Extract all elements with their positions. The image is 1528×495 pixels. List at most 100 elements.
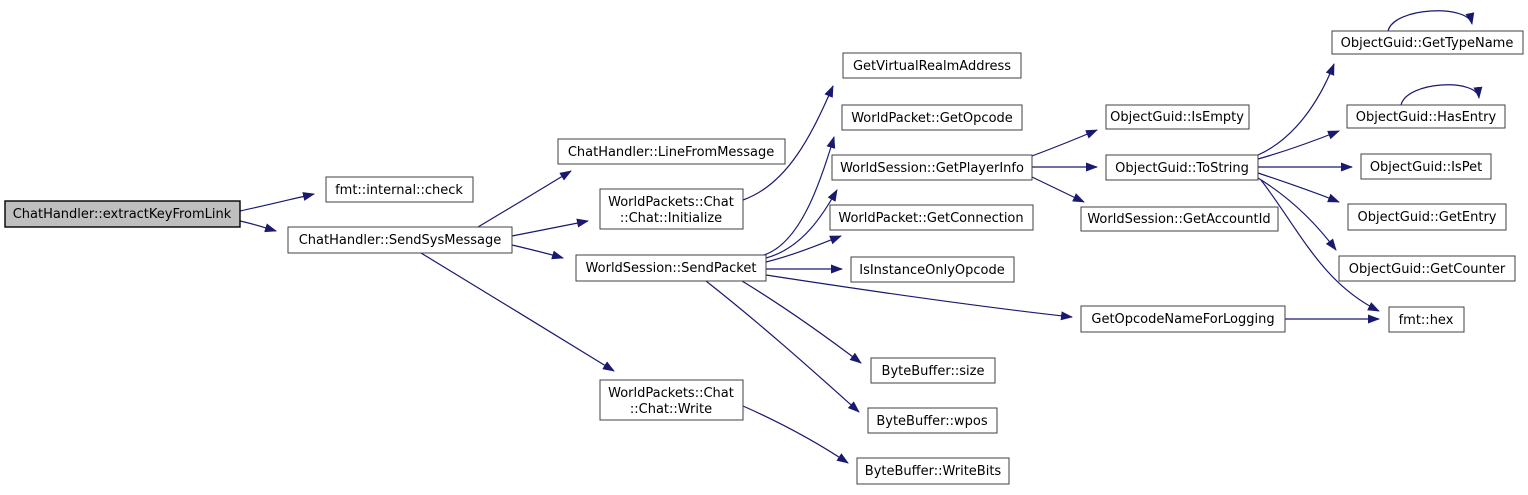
node-bytebuffer-size[interactable]: ByteBuffer::size (870, 357, 996, 384)
node-label: ObjectGuid::GetEntry (1357, 210, 1496, 225)
node-get-opcode[interactable]: WorldPacket::GetOpcode (841, 104, 1023, 131)
node-bytebuffer-writebits-box[interactable] (856, 457, 1010, 485)
node-line-from-message[interactable]: ChatHandler::LineFromMessage (557, 138, 786, 165)
edge-SendSysMessage-to-SendPacket (511, 244, 564, 260)
node-get-counter-box[interactable] (1338, 255, 1516, 282)
node-label: fmt::hex (1399, 313, 1454, 328)
node-get-counter[interactable]: ObjectGuid::GetCounter (1338, 255, 1516, 282)
node-label: ObjectGuid::IsEmpty (1110, 110, 1244, 125)
edge-SendSysMessage-to-LineFromMessage (477, 170, 572, 228)
node-fmt-hex-box[interactable] (1388, 306, 1465, 333)
edge-SendSysMessage-to-ChatWrite (420, 252, 615, 372)
node-fmt-internal-check-box[interactable] (325, 176, 474, 203)
node-to-string-box[interactable] (1105, 154, 1259, 181)
node-get-entry-box[interactable] (1347, 203, 1507, 231)
edge-ChatInitialize-to-GetVirtualRealmAddress (742, 85, 834, 201)
edge-HasEntry-self-loop (1400, 84, 1483, 106)
edge-SendPacket-to-GetOpcode (763, 136, 836, 256)
edge-extractKeyFromLink-to-check (239, 192, 315, 212)
node-label: GetOpcodeNameForLogging (1091, 312, 1274, 327)
node-get-player-info[interactable]: WorldSession::GetPlayerInfo (831, 154, 1033, 181)
node-is-pet[interactable]: ObjectGuid::IsPet (1360, 153, 1492, 180)
node-chat-initialize[interactable]: WorldPackets::Chat ::Chat::Initialize (599, 188, 744, 230)
node-label-line1: WorldPackets::Chat (608, 195, 734, 210)
node-label: ByteBuffer::WriteBits (865, 464, 1002, 479)
node-bytebuffer-size-box[interactable] (870, 357, 996, 384)
node-bytebuffer-writebits[interactable]: ByteBuffer::WriteBits (856, 457, 1010, 485)
node-chat-write[interactable]: WorldPackets::Chat ::Chat::Write (599, 379, 744, 421)
node-is-empty-box[interactable] (1105, 104, 1250, 130)
node-get-opcode-box[interactable] (841, 104, 1023, 131)
node-label: ObjectGuid::IsPet (1370, 160, 1482, 175)
node-label: ObjectGuid::HasEntry (1356, 110, 1497, 125)
node-label: ByteBuffer::wpos (876, 414, 988, 429)
node-label: ChatHandler::LineFromMessage (568, 145, 774, 160)
node-bytebuffer-wpos[interactable]: ByteBuffer::wpos (867, 407, 998, 434)
edge-GetPlayerInfo-to-GetAccountId (1031, 176, 1085, 203)
edge-GetTypeName-self-loop (1387, 10, 1475, 32)
node-get-virtual-realm-address-box[interactable] (842, 52, 1022, 79)
node-label: ChatHandler::extractKeyFromLink (13, 207, 232, 222)
node-label: ObjectGuid::GetTypeName (1341, 36, 1514, 51)
node-line-from-message-box[interactable] (557, 138, 786, 165)
node-label: WorldSession::GetAccountId (1087, 212, 1270, 227)
node-send-packet[interactable]: WorldSession::SendPacket (575, 254, 767, 282)
node-bytebuffer-wpos-box[interactable] (867, 407, 998, 434)
nodes: ChatHandler::extractKeyFromLink fmt::int… (4, 30, 1524, 485)
node-to-string[interactable]: ObjectGuid::ToString (1105, 154, 1259, 181)
edge-SendPacket-to-GetPlayerInfo (765, 189, 838, 259)
node-fmt-hex[interactable]: fmt::hex (1388, 306, 1465, 333)
node-chat-initialize-box[interactable] (599, 188, 744, 230)
node-is-pet-box[interactable] (1360, 153, 1492, 180)
node-has-entry[interactable]: ObjectGuid::HasEntry (1346, 104, 1506, 129)
node-get-type-name[interactable]: ObjectGuid::GetTypeName (1331, 30, 1524, 55)
node-send-sys-message[interactable]: ChatHandler::SendSysMessage (287, 226, 513, 254)
node-label: GetVirtualRealmAddress (853, 59, 1011, 74)
node-send-packet-box[interactable] (575, 254, 767, 282)
edge-SendPacket-to-ByteBufferWpos (705, 280, 860, 413)
node-get-player-info-box[interactable] (831, 154, 1033, 181)
node-label: WorldSession::SendPacket (586, 261, 757, 276)
node-get-account-id-box[interactable] (1080, 206, 1279, 232)
node-label: IsInstanceOnlyOpcode (859, 263, 1005, 278)
node-chat-write-box[interactable] (599, 379, 744, 421)
edge-GetPlayerInfo-to-IsEmpty (1031, 129, 1098, 157)
edge-ToString-to-GetTypeName (1257, 63, 1335, 156)
node-label: WorldPacket::GetConnection (838, 211, 1023, 226)
node-label: ByteBuffer::size (882, 364, 985, 379)
node-extract-key-from-link-box[interactable] (4, 200, 241, 228)
node-label-line2: ::Chat::Initialize (620, 211, 722, 226)
node-has-entry-box[interactable] (1346, 104, 1506, 129)
node-get-connection-box[interactable] (829, 204, 1034, 231)
node-is-instance-only-opcode-box[interactable] (850, 256, 1015, 283)
edge-ToString-to-FmtHex (1260, 179, 1380, 312)
node-label-line2: ::Chat::Write (630, 402, 712, 417)
node-is-instance-only-opcode[interactable]: IsInstanceOnlyOpcode (850, 256, 1015, 283)
node-get-account-id[interactable]: WorldSession::GetAccountId (1080, 206, 1279, 232)
node-get-type-name-box[interactable] (1331, 30, 1524, 55)
node-get-virtual-realm-address[interactable]: GetVirtualRealmAddress (842, 52, 1022, 79)
node-label: fmt::internal::check (335, 183, 463, 198)
node-fmt-internal-check[interactable]: fmt::internal::check (325, 176, 474, 203)
node-get-entry[interactable]: ObjectGuid::GetEntry (1347, 203, 1507, 231)
node-is-empty[interactable]: ObjectGuid::IsEmpty (1105, 104, 1250, 130)
node-get-connection[interactable]: WorldPacket::GetConnection (829, 204, 1034, 231)
node-get-opcode-name-for-logging[interactable]: GetOpcodeNameForLogging (1080, 305, 1286, 333)
edge-SendPacket-to-GetOpcodeNameForLogging (765, 274, 1073, 321)
node-label-line1: WorldPackets::Chat (608, 386, 734, 401)
edge-ToString-to-GetCounter (1257, 177, 1337, 251)
node-extract-key-from-link[interactable]: ChatHandler::extractKeyFromLink (4, 200, 241, 228)
edge-SendSysMessage-to-ChatInitialize (511, 218, 589, 237)
node-send-sys-message-box[interactable] (287, 226, 513, 254)
edge-extractKeyFromLink-to-SendSysMessage (239, 220, 277, 233)
node-label: WorldPacket::GetOpcode (851, 111, 1013, 126)
node-label: ObjectGuid::ToString (1115, 161, 1249, 176)
node-get-opcode-name-for-logging-box[interactable] (1080, 305, 1286, 333)
edge-ToString-to-HasEntry (1257, 130, 1340, 160)
edge-SendPacket-to-GetConnection (765, 235, 842, 263)
edges (239, 10, 1483, 464)
node-label: ChatHandler::SendSysMessage (299, 233, 502, 248)
edge-ChatWrite-to-WriteBits (742, 405, 849, 464)
